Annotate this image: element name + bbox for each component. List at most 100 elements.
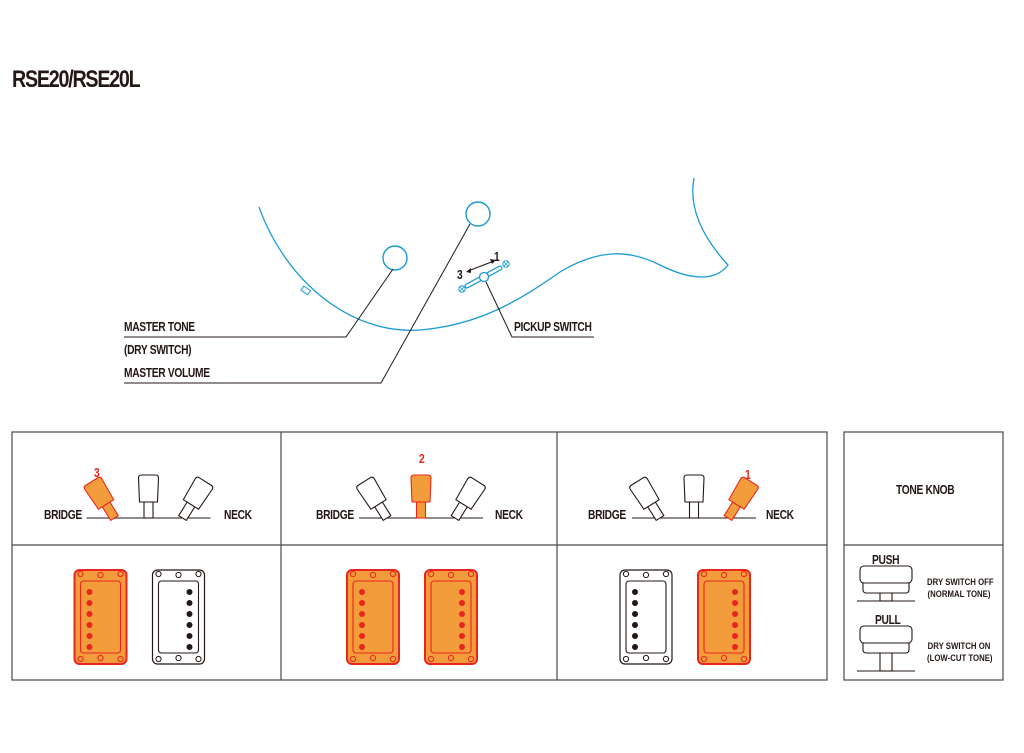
screw-icon [662,570,670,578]
pole-piece [459,622,465,628]
screw-icon [467,655,475,663]
pole-piece [459,644,465,650]
pole-piece [186,644,193,650]
bridge-label: BRIDGE [588,508,626,522]
pickup-bridge [619,569,673,665]
lever-neck [177,476,214,522]
screw-icon [427,570,435,578]
screw-icon [369,654,377,662]
bridge-label: BRIDGE [44,508,82,522]
master-tone-label: MASTER TONE [124,320,195,334]
pole-piece [186,633,193,639]
master-volume-label: MASTER VOLUME [124,366,210,380]
neck-label: NECK [224,508,252,522]
lever-bridge-active [83,476,120,522]
lever-middle [137,474,160,519]
screw-icon [467,570,475,578]
pole-piece [186,600,193,606]
screw-icon [117,570,124,578]
page-title: RSE20/RSE20L [12,66,141,93]
screw-icon [740,655,748,663]
screw-icon [77,570,84,578]
pickup-switch[interactable] [458,260,510,293]
pole-piece [186,622,193,628]
pole-piece [186,589,193,595]
pole-piece [732,633,738,639]
pickup-neck-active [697,569,751,665]
pole-piece [86,633,93,639]
switch-position-1-label: 1 [494,250,500,264]
screw-icon [195,655,202,663]
leader-line-volume [124,223,471,384]
lever-middle-active [410,474,432,519]
screw-icon [389,655,397,663]
screw-icon [349,570,357,578]
pole-piece [86,600,93,606]
tone-knob-header: TONE KNOB [896,483,955,497]
master-tone-knob[interactable] [382,245,408,271]
knob-push-icon [857,565,915,602]
switch-position-3-label: 3 [457,268,463,282]
screw-icon [642,654,650,662]
pole-piece [732,644,738,650]
lever-neck-active [723,476,759,522]
screw-icon [642,571,650,579]
neck-label: NECK [766,508,794,522]
pole-piece [632,644,638,650]
lever-neck [450,476,486,522]
screw-icon [447,654,455,662]
screw-icon [97,654,104,662]
master-volume-knob[interactable] [465,201,491,227]
push-description: DRY SWITCH OFF (NORMAL TONE) [927,577,994,600]
guitar-body-outline [258,177,729,331]
screw-icon [369,571,377,579]
screw-icon [622,655,630,663]
pole-piece [359,611,365,617]
screw-icon [622,570,630,578]
screw-icon [389,570,397,578]
pull-label: PULL [875,613,901,627]
screw-icon [720,571,728,579]
screw-icon [195,570,202,578]
screw-icon [117,655,124,663]
pole-piece [632,622,638,628]
pole-piece [459,589,465,595]
pole-piece [86,622,93,628]
pole-piece [359,622,365,628]
screw-icon [349,655,357,663]
pole-piece [632,633,638,639]
pole-piece [186,611,193,617]
pickup-neck [151,569,206,665]
pole-piece [632,611,638,617]
pole-piece [732,622,738,628]
position-number: 1 [745,468,751,482]
screw-icon [447,571,455,579]
lever-bridge [356,476,392,522]
pole-piece [732,600,738,606]
screw-icon [175,654,182,662]
screw-icon [700,655,708,663]
pole-piece [459,611,465,617]
push-label: PUSH [872,553,900,567]
pole-piece [359,600,365,606]
screw-icon [97,571,104,579]
leader-line-tone [124,268,394,338]
screw-icon [155,655,162,663]
pole-piece [86,611,93,617]
pickup-neck-active [424,569,478,665]
knob-pull-icon [857,625,915,672]
pole-piece [632,589,638,595]
pickup-switch-label: PICKUP SWITCH [514,320,592,334]
pole-piece [86,644,93,650]
screw-icon [720,654,728,662]
pull-description: DRY SWITCH ON (LOW-CUT TONE) [927,641,993,664]
position-number: 3 [94,466,100,480]
pole-piece [632,600,638,606]
dry-switch-label: (DRY SWITCH) [124,343,192,357]
pole-piece [732,611,738,617]
pole-piece [359,633,365,639]
screw-icon [77,655,84,663]
switch-direction-arrow [466,259,496,273]
pickup-bridge-active [346,569,400,665]
